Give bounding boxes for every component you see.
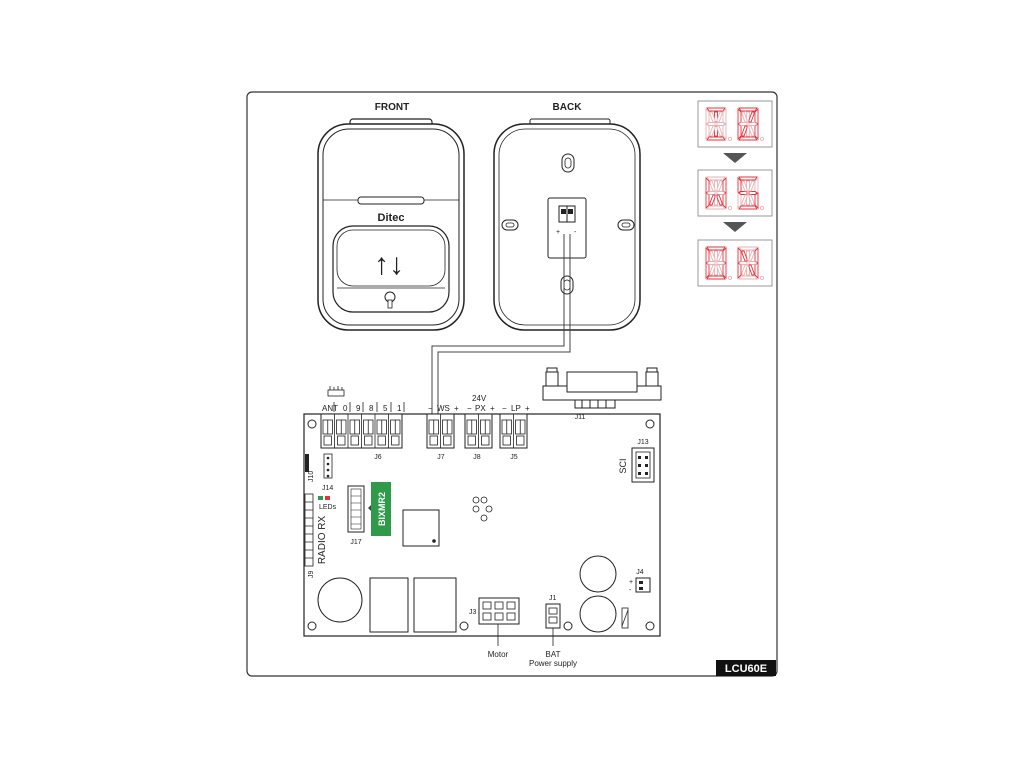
display-char	[737, 176, 764, 210]
radio-rx-connector: RADIO RX J9	[304, 493, 328, 579]
back-label: BACK	[553, 102, 583, 113]
svg-text:−: −	[502, 404, 507, 413]
j1-battery-connector: J1	[545, 595, 561, 646]
motor-label: Motor	[488, 650, 509, 659]
brand-logo: Ditec	[378, 212, 405, 224]
bat-label: BAT	[546, 650, 561, 659]
terminal-8: 8	[369, 404, 374, 413]
display-step-3	[697, 239, 773, 287]
leds-indicator: LEDs	[318, 496, 337, 511]
down-arrow-icon	[723, 153, 747, 163]
terminal-9: 9	[356, 404, 361, 413]
terminal-1: 1	[397, 404, 402, 413]
display-char	[705, 246, 732, 280]
svg-text:−: −	[428, 404, 433, 413]
terminal-ant: ANT	[322, 404, 338, 413]
svg-text:+: +	[525, 404, 530, 413]
display-char	[737, 107, 764, 141]
keypad-front: Ditec ↑↓	[317, 118, 465, 331]
model-label: LCU60E	[725, 663, 767, 675]
terminal-0: 0	[343, 404, 348, 413]
keyhole-icon	[384, 291, 396, 309]
j8-terminal	[464, 413, 493, 449]
display-char	[737, 246, 764, 280]
radio-rx-label: RADIO RX	[317, 516, 328, 565]
ws-label: WS	[437, 404, 450, 413]
sci-label: SCI	[618, 458, 628, 473]
capacitor-1	[579, 555, 617, 593]
j4-connector: +- J4	[629, 569, 651, 594]
j7-label: J7	[437, 454, 445, 461]
processor-chip	[402, 509, 440, 547]
ws-cable	[431, 234, 571, 414]
j10-connector: J10	[305, 454, 315, 482]
j17-label: J17	[350, 539, 361, 546]
j5-terminal	[499, 413, 528, 449]
control-board: J11 ANT 0 9 8 5 1 − WS + 24V − PX + − LP…	[303, 367, 662, 646]
display-step-1	[697, 100, 773, 148]
buzzer	[317, 577, 363, 623]
j4-label: J4	[636, 569, 644, 576]
j13-label: J13	[637, 439, 648, 446]
terminal-blocks	[320, 413, 528, 449]
bixmr2-label: BIXMR2	[377, 492, 387, 526]
svg-text:-: -	[629, 587, 632, 594]
power-supply-label: Power supply	[529, 659, 577, 668]
voltage-label: 24V	[472, 394, 487, 403]
display-step-2	[697, 169, 773, 217]
keypad-back: + -	[493, 118, 641, 331]
hole-cluster	[472, 496, 493, 522]
j6-label: J6	[374, 454, 382, 461]
svg-text:+: +	[454, 404, 459, 413]
up-down-arrows-icon: ↑↓	[374, 248, 404, 281]
j11-label: J11	[575, 414, 586, 421]
capacitor-2	[579, 595, 617, 633]
svg-text:-: -	[574, 229, 577, 236]
j3-label: J3	[469, 609, 477, 616]
j6-terminal	[320, 413, 403, 449]
terminal-5: 5	[383, 404, 388, 413]
down-arrow-icon	[723, 222, 747, 232]
svg-text:+: +	[490, 404, 495, 413]
leds-label: LEDs	[319, 504, 337, 511]
j8-label: J8	[473, 454, 481, 461]
svg-text:−: −	[467, 404, 472, 413]
svg-text:+: +	[556, 229, 560, 236]
display-sequence	[697, 100, 773, 287]
antenna-icon	[327, 386, 345, 397]
j5-label: J5	[510, 454, 518, 461]
model-tag: LCU60E	[716, 660, 776, 676]
px-label: PX	[475, 404, 486, 413]
front-label: FRONT	[375, 102, 409, 113]
j7-terminal	[426, 413, 455, 449]
j10-label: J10	[308, 471, 315, 482]
fuse	[621, 607, 629, 629]
display-char	[705, 176, 732, 210]
j3-motor-connector: J3	[469, 597, 520, 646]
relay-1	[369, 577, 409, 633]
j17-connector: J17	[347, 485, 365, 546]
j13-connector: J13 SCI	[618, 439, 655, 483]
j1-label: J1	[549, 595, 557, 602]
lp-label: LP	[511, 404, 521, 413]
bixmr2-module: BIXMR2	[368, 482, 391, 536]
j14-connector: J14	[322, 453, 333, 492]
svg-text:+: +	[629, 579, 633, 586]
j14-label: J14	[322, 485, 333, 492]
j9-label: J9	[308, 571, 315, 579]
display-char	[705, 107, 732, 141]
relay-2	[413, 577, 457, 633]
j11-connector: J11	[542, 367, 662, 421]
